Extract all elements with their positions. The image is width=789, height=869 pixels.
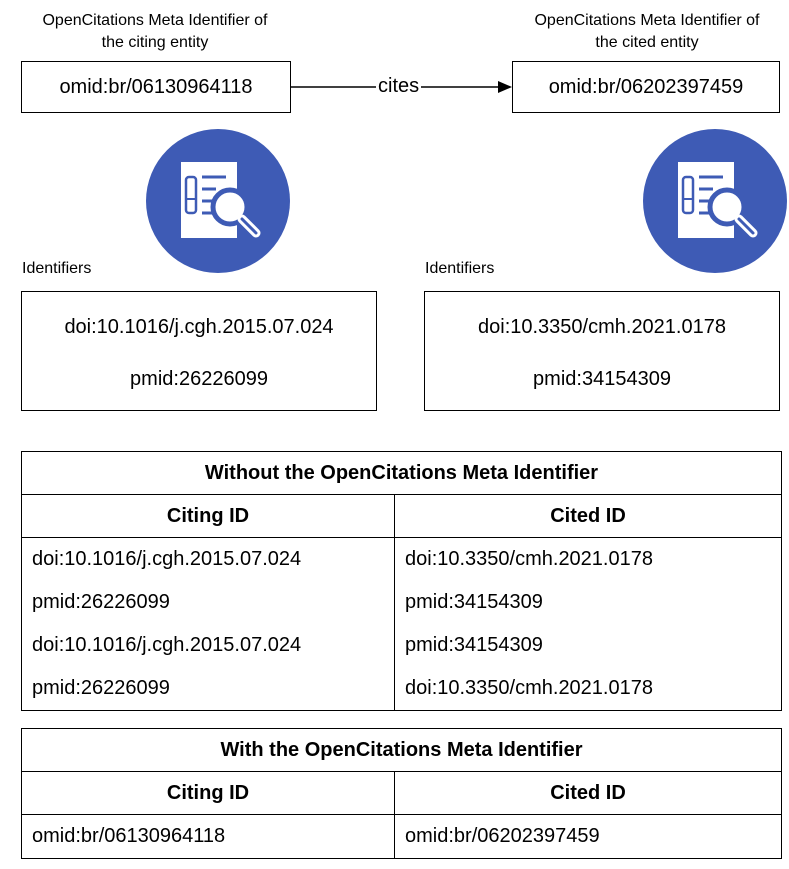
citing-caption: OpenCitations Meta Identifier of the cit… — [20, 10, 290, 54]
table-with-header-cited: Cited ID — [394, 771, 782, 815]
cited-identifiers-label: Identifiers — [425, 260, 495, 277]
table-row: doi:10.1016/j.cgh.2015.07.024 doi:10.335… — [21, 537, 782, 581]
cites-label: cites — [376, 75, 422, 98]
cited-document-search-icon — [643, 129, 787, 273]
table-with-header-citing: Citing ID — [21, 771, 395, 815]
cited-id-cell: pmid:34154309 — [394, 624, 782, 667]
citing-omid: omid:br/06130964118 — [59, 75, 253, 98]
table-row: pmid:26226099 pmid:34154309 — [21, 581, 782, 624]
citing-id-cell: pmid:26226099 — [21, 581, 395, 624]
cited-omid: omid:br/06202397459 — [548, 75, 744, 98]
cited-identifier-doi: doi:10.3350/cmh.2021.0178 — [478, 316, 726, 338]
table-without-omid: Without the OpenCitations Meta Identifie… — [21, 451, 782, 711]
citing-caption-line1: OpenCitations Meta Identifier of — [42, 12, 268, 29]
citing-id-cell: doi:10.1016/j.cgh.2015.07.024 — [21, 537, 395, 581]
table-without-header-cited: Cited ID — [394, 494, 782, 538]
citing-identifier-pmid: pmid:26226099 — [130, 368, 268, 390]
table-row: doi:10.1016/j.cgh.2015.07.024 pmid:34154… — [21, 624, 782, 667]
cited-caption: OpenCitations Meta Identifier of the cit… — [512, 10, 782, 54]
citing-caption-line2: the citing entity — [101, 34, 209, 51]
table-row: pmid:26226099 doi:10.3350/cmh.2021.0178 — [21, 667, 782, 711]
cited-omid-box: omid:br/06202397459 — [512, 61, 780, 113]
cited-id-cell: omid:br/06202397459 — [394, 814, 782, 859]
cited-identifier-pmid: pmid:34154309 — [533, 368, 671, 390]
citing-id-cell: doi:10.1016/j.cgh.2015.07.024 — [21, 624, 395, 667]
table-with-omid: With the OpenCitations Meta Identifier C… — [21, 728, 782, 859]
cited-id-cell: pmid:34154309 — [394, 581, 782, 624]
table-without-title: Without the OpenCitations Meta Identifie… — [21, 451, 782, 495]
citing-id-cell: omid:br/06130964118 — [21, 814, 395, 859]
cited-caption-line2: the cited entity — [595, 34, 699, 51]
cited-caption-line1: OpenCitations Meta Identifier of — [534, 12, 760, 29]
table-row: omid:br/06130964118 omid:br/06202397459 — [21, 814, 782, 859]
table-without-header-citing: Citing ID — [21, 494, 395, 538]
citing-id-cell: pmid:26226099 — [21, 667, 395, 711]
table-with-title: With the OpenCitations Meta Identifier — [21, 728, 782, 772]
citing-identifier-doi: doi:10.1016/j.cgh.2015.07.024 — [64, 316, 334, 338]
citing-omid-box: omid:br/06130964118 — [21, 61, 291, 113]
citing-document-search-icon — [146, 129, 290, 273]
cited-id-cell: doi:10.3350/cmh.2021.0178 — [394, 667, 782, 711]
cited-id-cell: doi:10.3350/cmh.2021.0178 — [394, 537, 782, 581]
citing-identifiers-box: doi:10.1016/j.cgh.2015.07.024 pmid:26226… — [21, 291, 377, 411]
cited-identifiers-box: doi:10.3350/cmh.2021.0178 pmid:34154309 — [424, 291, 780, 411]
citing-identifiers-label: Identifiers — [22, 260, 92, 277]
